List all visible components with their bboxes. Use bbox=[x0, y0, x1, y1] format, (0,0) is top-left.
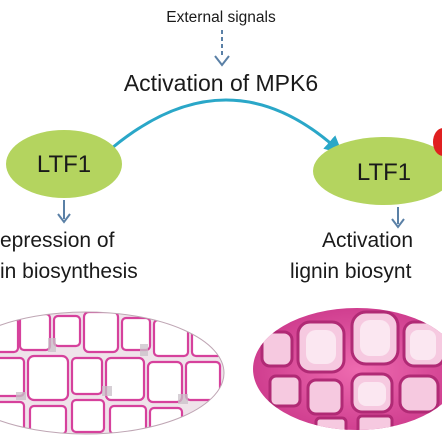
right-down-arrow bbox=[391, 207, 405, 229]
left-outcome-line2: in biosynthesis bbox=[0, 260, 138, 283]
right-outcome-line1: Activation bbox=[322, 229, 414, 252]
left-ltf1-node bbox=[6, 130, 122, 198]
dashed-signal-arrow bbox=[214, 30, 230, 67]
right-ltf1-node bbox=[313, 137, 442, 205]
lignin-tissue-section-high-icon bbox=[253, 308, 442, 430]
lignin-tissue-section-low-icon bbox=[0, 312, 224, 434]
right-outcome-line2: lignin biosynt bbox=[290, 260, 412, 283]
phosphorylation-dot-icon bbox=[433, 128, 442, 156]
left-down-arrow bbox=[57, 200, 71, 224]
left-outcome-line1: epression of bbox=[0, 229, 115, 252]
activation-mpk6-label: Activation of MPK6 bbox=[123, 70, 319, 96]
external-signals-label: External signals bbox=[166, 9, 276, 26]
right-ltf1-label: LTF1 bbox=[357, 159, 411, 186]
left-ltf1-label: LTF1 bbox=[37, 151, 91, 178]
activation-curve-arrow bbox=[111, 98, 343, 154]
